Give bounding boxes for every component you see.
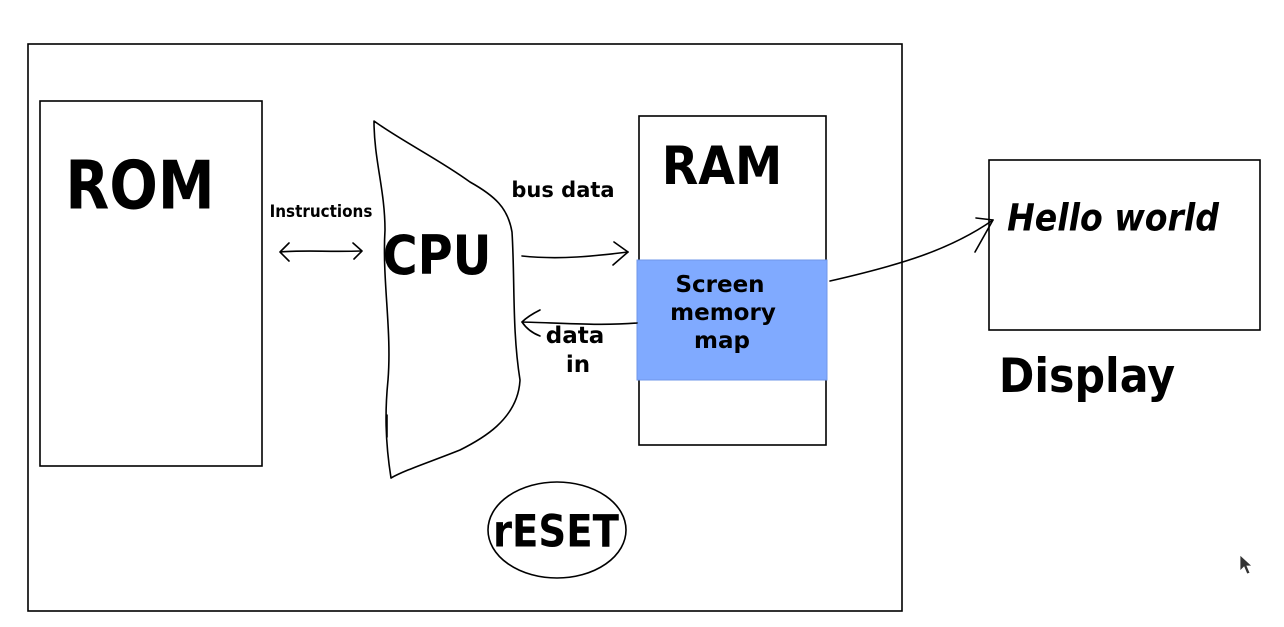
display-label: Display: [999, 348, 1175, 404]
bus-data-label: bus data: [511, 178, 614, 202]
data-in-line-1: data: [546, 323, 605, 349]
display-screen-text: Hello world: [1007, 197, 1219, 241]
screen-memory-map-line-1: Screen: [675, 272, 764, 298]
rom-label: ROM: [65, 146, 214, 225]
mouse-pointer-icon: [1239, 554, 1254, 575]
rom-box: [39, 100, 263, 467]
screen-to-display-arrow: [829, 217, 994, 282]
screen-memory-map-box: [636, 259, 828, 381]
cpu-shape: [373, 120, 521, 479]
instructions-arrow: [279, 242, 363, 262]
ram-label: RAM: [662, 136, 783, 197]
system-boundary: [27, 43, 903, 612]
reset-label: rESET: [493, 506, 620, 557]
screen-memory-map-line-3: map: [694, 328, 750, 354]
screen-memory-map-line-2: memory: [670, 300, 776, 326]
reset-ellipse: [487, 481, 627, 579]
data-in-arrow: [521, 309, 638, 337]
data-in-line-2: in: [566, 352, 590, 378]
display-box: [988, 159, 1261, 331]
instructions-label: Instructions: [270, 202, 373, 222]
cpu-label: CPU: [382, 224, 491, 288]
bus-data-arrow: [521, 241, 629, 266]
